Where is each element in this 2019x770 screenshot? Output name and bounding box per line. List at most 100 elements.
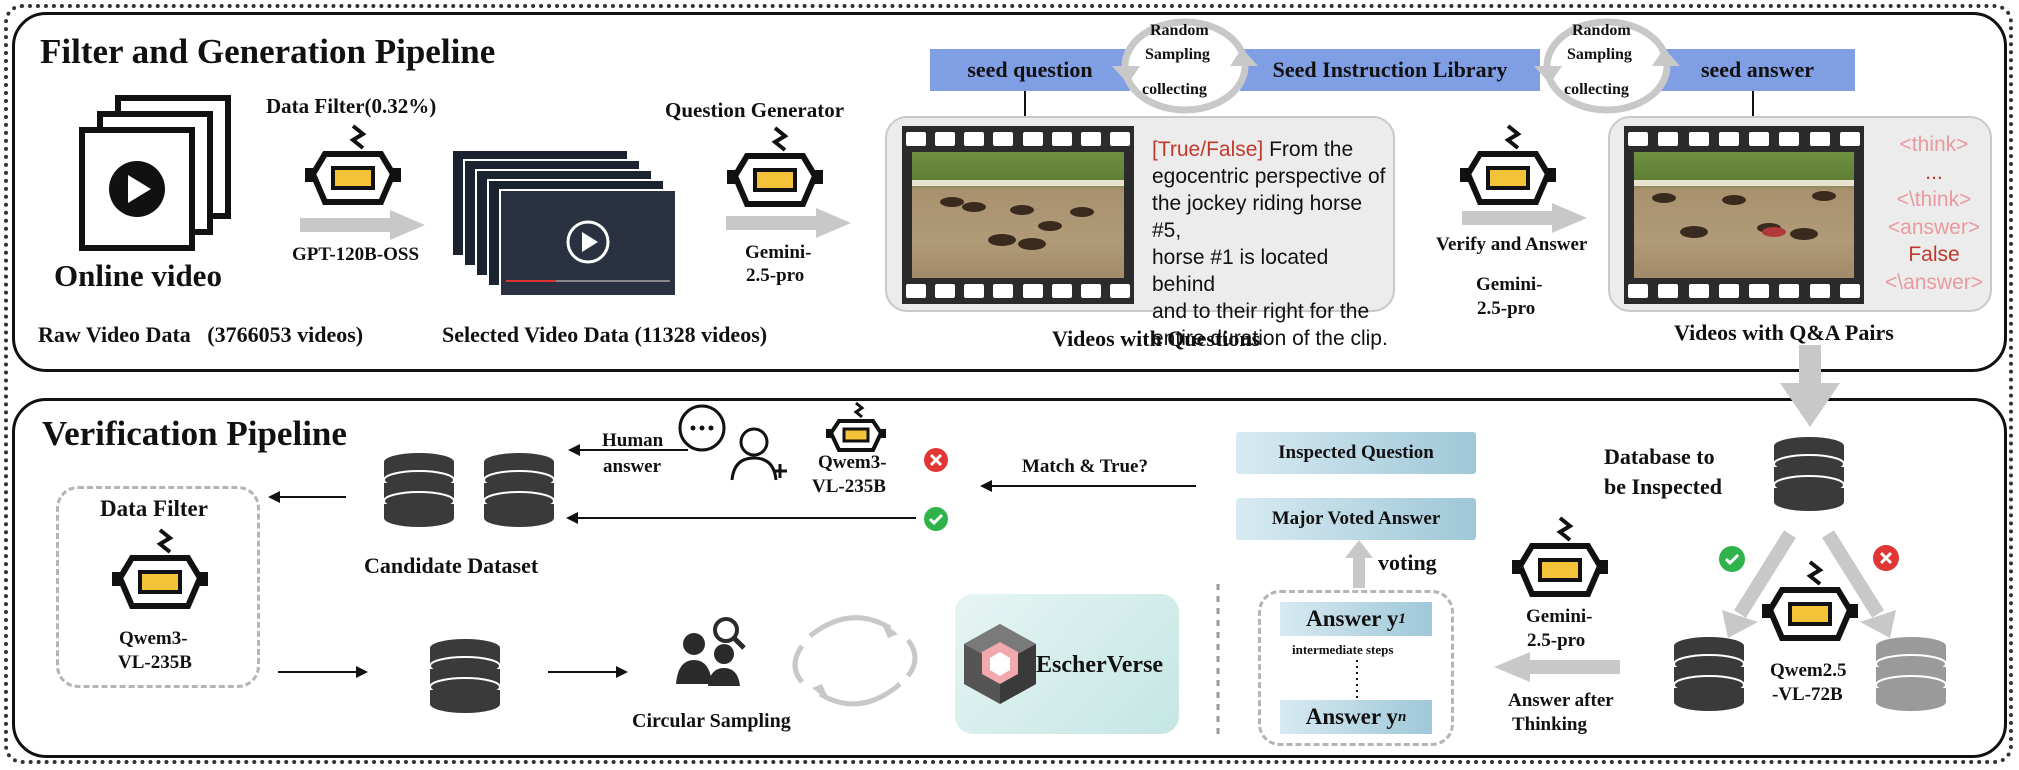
answer-y1-box: Answer y 1 (1280, 602, 1432, 636)
arrow-filter-to-db (278, 666, 368, 678)
data-filter-model-1: Qwem3- (119, 628, 188, 649)
candidate-db-1 (383, 453, 455, 527)
qa-video-frame (1624, 126, 1864, 304)
videos-with-questions-label: Videos with Questions (1052, 326, 1261, 351)
gemini-bottom-1: Gemini- (1526, 606, 1593, 627)
seed-answer-pill: seed answer (1660, 49, 1855, 91)
intermediate-dots (1356, 660, 1358, 698)
voting-label: voting (1378, 550, 1437, 575)
db-inspected-1: Database to (1604, 444, 1715, 469)
qwem235-label-2: VL-235B (812, 476, 886, 497)
question-tag: [True/False] (1152, 138, 1264, 161)
divider-dashed (1216, 584, 1220, 734)
question-line-1: From the (1269, 138, 1354, 161)
question-line-3: the jockey riding horse #5, (1152, 192, 1363, 242)
human-label-1: Human (602, 430, 664, 451)
random-sampling-loop-right (1534, 18, 1680, 114)
qa-answer-text: <think> ... <\think> <answer> False <\an… (1882, 131, 1986, 296)
robot-icon-qwem72 (1762, 560, 1858, 641)
answer-after-2: Thinking (1512, 714, 1587, 735)
human-label-2: answer (603, 456, 662, 477)
gray-db-wrong (1875, 637, 1947, 711)
data-filter-title: Data Filter (100, 496, 208, 521)
question-generator-label: Question Generator (665, 98, 845, 122)
candidate-dataset-label: Candidate Dataset (364, 553, 539, 578)
outer-dotted-frame (4, 4, 2013, 764)
bottom-db (429, 639, 501, 713)
robot-icon-data-filter (112, 528, 208, 609)
answer-line-5: False (1908, 243, 1960, 266)
seed-library-pill: Seed Instruction Library (1240, 49, 1540, 91)
random-sampling-loop-left (1112, 18, 1258, 114)
team-search-icon (676, 617, 746, 686)
seed-question-pill: seed question (930, 49, 1130, 91)
question-line-2: egocentric perspective of (1152, 165, 1386, 188)
db-inspected-2: be Inspected (1604, 474, 1722, 499)
question-line-6: entire duration of the clip. (1152, 327, 1388, 350)
arrow-to-selected (300, 210, 425, 240)
bottom-section-title: Verification Pipeline (42, 414, 347, 453)
circular-sampling-arrows (792, 615, 918, 707)
escherverse-label: EscherVerse (1036, 652, 1164, 678)
circular-sampling-label: Circular Sampling (632, 710, 791, 732)
answer-line-1: <think> (1899, 133, 1969, 156)
robot-icon-gemini-bottom (1512, 516, 1608, 597)
answer-line-6: <\answer> (1884, 270, 1984, 294)
online-video-icon (79, 95, 231, 251)
data-filter-box (56, 486, 260, 688)
verify-answer-label: Verify and Answer (1436, 234, 1588, 255)
gemini-bottom-2: 2.5-pro (1527, 630, 1586, 651)
question-line-5: and to their right for the (1152, 300, 1370, 323)
escherverse-logo (964, 624, 1036, 704)
answer-yn-text: Answer y (1305, 704, 1398, 729)
major-voted-box: Major Voted Answer (1236, 498, 1476, 540)
qwem72-label-2: -VL-72B (1772, 684, 1843, 705)
robot-icon-filter (305, 124, 401, 205)
answer-yn-box: Answer y n (1280, 700, 1432, 734)
answer-line-4: <answer> (1887, 215, 1981, 239)
answer-line-3: <\think> (1896, 188, 1972, 211)
arrow-to-questions (726, 208, 851, 238)
question-video-frame (902, 126, 1134, 304)
arrow-answer-after-thinking (1494, 652, 1620, 682)
selected-video-stack (451, 149, 677, 297)
answer-line-2: ... (1925, 160, 1943, 184)
split-arrows (1722, 530, 1896, 638)
verify-model-2: 2.5-pro (1477, 298, 1536, 319)
answer-y1-text: Answer y (1306, 606, 1399, 631)
match-true-label: Match & True? (1022, 456, 1148, 477)
verify-model-1: Gemini- (1476, 274, 1543, 295)
robot-icon-verify (1460, 124, 1556, 205)
data-filter-label: Data Filter(0.32%) (266, 94, 437, 118)
answer-y1-sub: 1 (1398, 610, 1406, 627)
intermediate-steps-label: intermediate steps (1292, 642, 1394, 657)
dark-db-correct (1673, 637, 1745, 711)
answer-yn-sub: n (1397, 708, 1407, 725)
random-left-1: Random (1150, 22, 1209, 39)
question-gen-model-1: Gemini- (745, 242, 812, 263)
arrow-to-qa (1462, 203, 1587, 233)
answers-dashed-box (1258, 590, 1454, 746)
random-left-3: collecting (1142, 81, 1207, 98)
random-right-2: Sampling (1567, 46, 1632, 63)
robot-icon-qwem235 (826, 401, 886, 452)
check-icon-split (1719, 546, 1745, 572)
check-icon-bottom (924, 507, 948, 531)
data-filter-model-2: VL-235B (118, 652, 192, 673)
panel-transition-arrow (1780, 345, 1840, 427)
gpt-model-label: GPT-120B-OSS (292, 244, 420, 265)
robot-icon-generator (727, 126, 823, 207)
raw-video-label: Raw Video Data (3766053 videos) (38, 322, 364, 347)
question-text: [True/False] From the egocentric perspec… (1152, 136, 1392, 352)
answer-after-1: Answer after (1508, 690, 1614, 711)
qwem72-label-1: Qwem2.5 (1770, 660, 1847, 681)
selected-video-label: Selected Video Data (11328 videos) (442, 322, 768, 347)
random-right-3: collecting (1564, 81, 1629, 98)
human-chat-icon (678, 404, 787, 481)
top-section-title: Filter and Generation Pipeline (40, 32, 496, 71)
question-gen-model-2: 2.5-pro (746, 265, 805, 286)
inspected-question-box: Inspected Question (1236, 432, 1476, 474)
arrow-db-to-circular (548, 666, 628, 678)
cross-icon-split (1873, 545, 1899, 571)
candidate-db-2 (483, 453, 555, 527)
